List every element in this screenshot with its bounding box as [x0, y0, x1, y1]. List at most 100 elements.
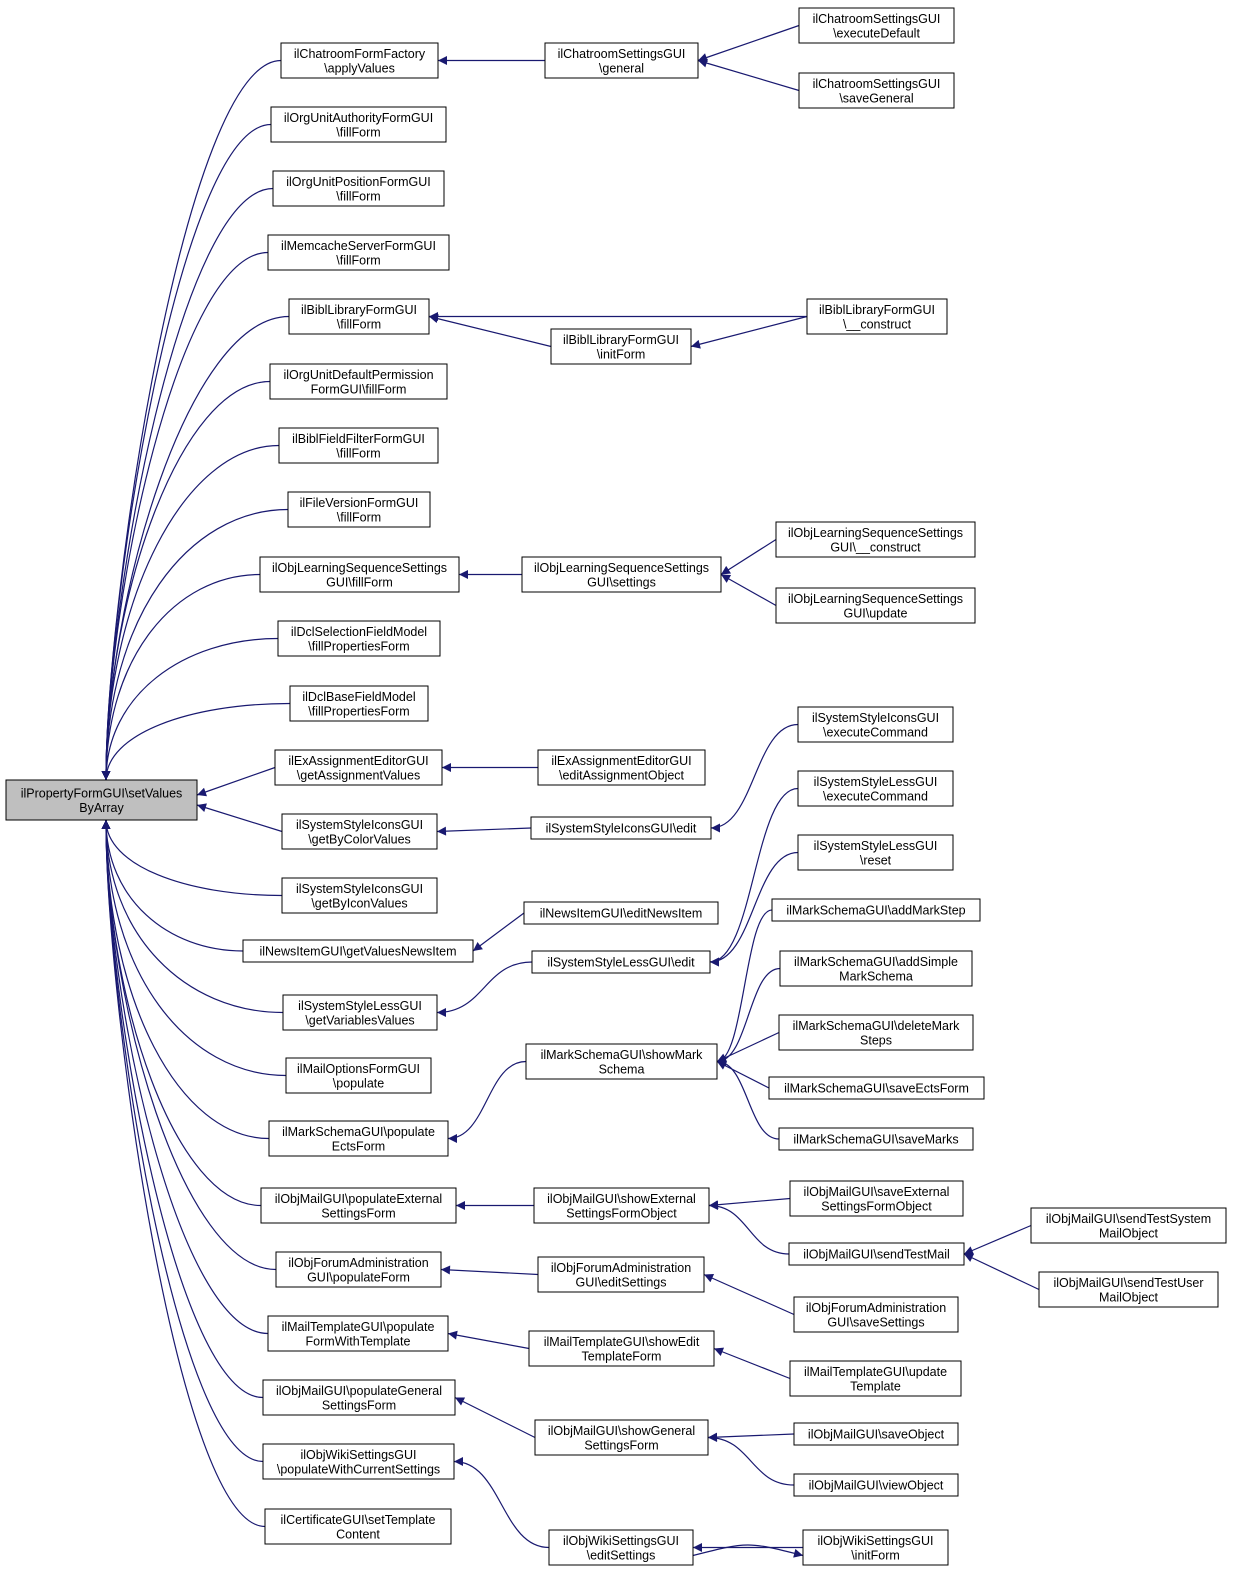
node-box[interactable]: [771, 898, 981, 922]
graph-node[interactable]: ilDclBaseFieldModel\fillPropertiesForm: [289, 685, 429, 722]
node-box[interactable]: [798, 72, 955, 109]
graph-node[interactable]: ilObjMailGUI\showExternalSettingsFormObj…: [533, 1187, 710, 1224]
node-box[interactable]: [537, 1256, 705, 1293]
node-box[interactable]: [269, 363, 448, 400]
node-box[interactable]: [793, 1473, 959, 1497]
node-box[interactable]: [285, 1057, 432, 1094]
graph-node[interactable]: ilOrgUnitAuthorityFormGUI\fillForm: [270, 106, 447, 143]
node-box[interactable]: [530, 816, 712, 840]
node-box[interactable]: [797, 706, 954, 743]
node-box[interactable]: [788, 1242, 965, 1266]
node-box[interactable]: [259, 556, 460, 593]
graph-node[interactable]: ilObjMailGUI\saveObject: [793, 1422, 959, 1446]
node-box[interactable]: [277, 620, 441, 657]
node-box[interactable]: [534, 1419, 709, 1456]
graph-node[interactable]: ilSystemStyleIconsGUI\getByIconValues: [281, 877, 438, 914]
node-box[interactable]: [528, 1330, 715, 1367]
node-box[interactable]: [775, 587, 976, 624]
node-box[interactable]: [802, 1529, 949, 1566]
graph-node[interactable]: ilObjLearningSequenceSettingsGUI\fillFor…: [259, 556, 460, 593]
node-box[interactable]: [525, 1043, 718, 1080]
node-box[interactable]: [281, 813, 438, 850]
node-box[interactable]: [537, 749, 706, 786]
node-box[interactable]: [806, 298, 948, 335]
node-box[interactable]: [531, 950, 711, 974]
node-box[interactable]: [270, 106, 447, 143]
node-box[interactable]: [288, 298, 430, 335]
node-box[interactable]: [272, 170, 445, 207]
graph-node[interactable]: ilMemcacheServerFormGUI\fillForm: [267, 234, 450, 271]
node-box[interactable]: [264, 1508, 452, 1545]
graph-node[interactable]: ilSystemStyleLessGUI\executeCommand: [797, 770, 954, 807]
graph-node[interactable]: ilChatroomSettingsGUI\general: [544, 42, 699, 79]
node-box[interactable]: [268, 1120, 449, 1157]
graph-node[interactable]: ilOrgUnitDefaultPermissionFormGUI\fillFo…: [269, 363, 448, 400]
graph-node[interactable]: ilDclSelectionFieldModel\fillPropertiesF…: [277, 620, 441, 657]
graph-node[interactable]: ilNewsItemGUI\getValuesNewsItem: [242, 939, 474, 963]
node-box[interactable]: [1030, 1207, 1227, 1244]
node-box[interactable]: [797, 834, 954, 871]
graph-node[interactable]: ilSystemStyleLessGUI\edit: [531, 950, 711, 974]
node-box[interactable]: [793, 1296, 959, 1333]
graph-node[interactable]: ilObjMailGUI\populateExternalSettingsFor…: [260, 1187, 457, 1224]
graph-node[interactable]: ilObjWikiSettingsGUI\editSettings: [548, 1529, 694, 1566]
graph-node[interactable]: ilObjMailGUI\viewObject: [793, 1473, 959, 1497]
node-box[interactable]: [289, 685, 429, 722]
graph-node[interactable]: ilNewsItemGUI\editNewsItem: [523, 901, 719, 925]
node-box[interactable]: [544, 42, 699, 79]
graph-node[interactable]: ilObjWikiSettingsGUI\populateWithCurrent…: [262, 1443, 455, 1480]
node-box[interactable]: [275, 1251, 442, 1288]
node-box[interactable]: [779, 950, 973, 987]
node-box[interactable]: [548, 1529, 694, 1566]
graph-node[interactable]: ilObjLearningSequenceSettingsGUI\__const…: [775, 521, 976, 558]
node-box[interactable]: [768, 1076, 985, 1100]
graph-node[interactable]: ilChatroomFormFactory\applyValues: [280, 42, 439, 79]
graph-node[interactable]: ilObjWikiSettingsGUI\initForm: [802, 1529, 949, 1566]
node-box[interactable]: [521, 556, 722, 593]
graph-node[interactable]: ilSystemStyleIconsGUI\getByColorValues: [281, 813, 438, 850]
graph-node[interactable]: ilSystemStyleIconsGUI\edit: [530, 816, 712, 840]
node-box[interactable]: [797, 770, 954, 807]
graph-node[interactable]: ilMarkSchemaGUI\saveEctsForm: [768, 1076, 985, 1100]
node-box[interactable]: [287, 491, 431, 528]
node-box[interactable]: [550, 328, 692, 365]
node-box[interactable]: [789, 1360, 962, 1397]
graph-node[interactable]: ilMarkSchemaGUI\addMarkStep: [771, 898, 981, 922]
node-box[interactable]: [267, 1315, 449, 1352]
graph-node[interactable]: ilObjMailGUI\sendTestMail: [788, 1242, 965, 1266]
graph-node[interactable]: ilChatroomSettingsGUI\saveGeneral: [798, 72, 955, 109]
graph-node[interactable]: ilSystemStyleLessGUI\getVariablesValues: [282, 994, 438, 1031]
graph-node[interactable]: ilBiblFieldFilterFormGUI\fillForm: [278, 427, 439, 464]
node-box[interactable]: [274, 749, 443, 786]
graph-node[interactable]: ilFileVersionFormGUI\fillForm: [287, 491, 431, 528]
graph-node[interactable]: ilSystemStyleLessGUI\reset: [797, 834, 954, 871]
graph-node[interactable]: ilMarkSchemaGUI\saveMarks: [778, 1127, 974, 1151]
graph-node[interactable]: ilChatroomSettingsGUI\executeDefault: [798, 7, 955, 44]
node-box[interactable]: [778, 1127, 974, 1151]
node-box[interactable]: [793, 1422, 959, 1446]
graph-node[interactable]: ilBiblLibraryFormGUI\fillForm: [288, 298, 430, 335]
graph-node[interactable]: ilBiblLibraryFormGUI\__construct: [806, 298, 948, 335]
node-box[interactable]: [242, 939, 474, 963]
node-box[interactable]: [775, 521, 976, 558]
node-box[interactable]: [533, 1187, 710, 1224]
graph-node[interactable]: ilObjLearningSequenceSettingsGUI\setting…: [521, 556, 722, 593]
node-box[interactable]: [280, 42, 439, 79]
node-box[interactable]: [278, 427, 439, 464]
graph-node[interactable]: ilMailOptionsFormGUI\populate: [285, 1057, 432, 1094]
node-box[interactable]: [523, 901, 719, 925]
